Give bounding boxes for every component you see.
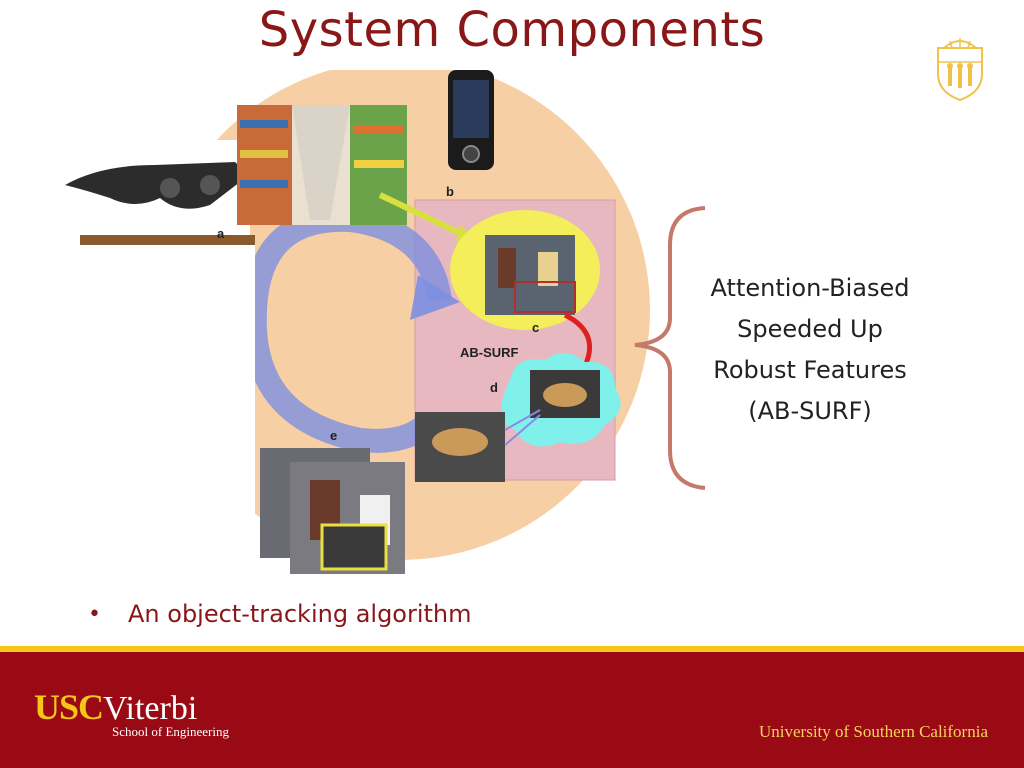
label-d: d <box>490 380 498 395</box>
tracked-box <box>320 523 388 571</box>
university-name: University of Southern California <box>759 722 988 741</box>
smartphone-image <box>448 70 494 170</box>
school-name: School of Engineering <box>112 724 229 739</box>
callout-line-4: (AB-SURF) <box>748 397 872 425</box>
bullet-dot-icon: • <box>88 601 101 627</box>
callout-line-2: Speeded Up <box>737 315 883 343</box>
bullet-item: • An object-tracking algorithm <box>88 600 472 628</box>
absurf-callout: Attention-Biased Speeded Up Robust Featu… <box>680 268 940 432</box>
curly-brace <box>634 206 706 490</box>
store-aisle-image <box>237 105 407 225</box>
viterbi-wordmark: Viterbi <box>103 690 198 727</box>
output-image-stack <box>260 448 405 574</box>
bullet-text: An object-tracking algorithm <box>128 600 472 628</box>
footer-bar <box>0 652 1024 768</box>
footer-gold-line <box>0 646 1024 652</box>
arrow-b <box>378 192 472 241</box>
video-glasses-image <box>60 140 250 240</box>
label-absurf: AB-SURF <box>460 345 519 360</box>
slide-title: System Components <box>258 2 766 58</box>
loop-arrowhead <box>410 275 460 320</box>
label-e: e <box>330 428 337 443</box>
usc-seal-icon <box>937 38 983 102</box>
usc-viterbi-logo: USCViterbi <box>34 686 197 728</box>
label-c: c <box>532 320 539 335</box>
label-b: b <box>446 184 454 199</box>
callout-line-3: Robust Features <box>713 356 907 384</box>
callout-line-1: Attention-Biased <box>710 274 910 302</box>
usc-wordmark: USC <box>34 687 104 727</box>
label-a: a <box>217 226 225 241</box>
system-diagram: a b c d e AB-SURF <box>60 70 706 574</box>
